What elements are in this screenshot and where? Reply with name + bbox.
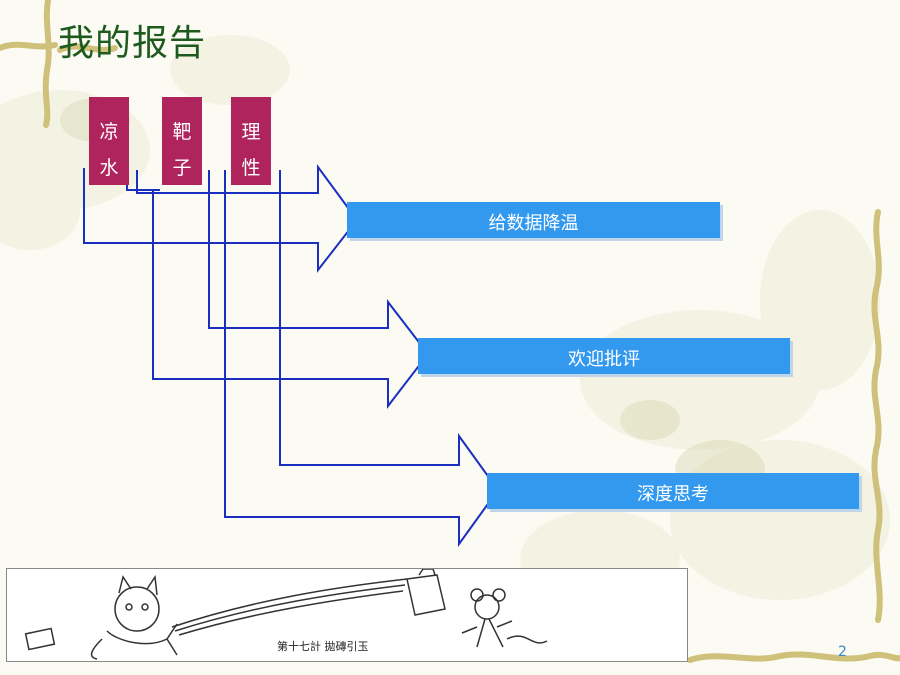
page-title: 我的报告: [58, 23, 207, 64]
cartoon-caption: 第十七計 拋磚引玉: [277, 639, 369, 653]
tag-cool-water-bottom: 水: [99, 157, 119, 179]
tag-rational-bottom: 性: [241, 157, 261, 179]
page-number: 2: [838, 644, 847, 660]
tag-target-bottom: 子: [172, 157, 192, 179]
bar-deep-thinking: 深度思考: [487, 473, 859, 509]
cartoon-strip: 第十七計 拋磚引玉: [6, 568, 688, 662]
tag-target-top: 靶: [172, 121, 192, 143]
vine-decoration: [0, 0, 118, 128]
bar-welcome-criticism: 欢迎批评: [418, 338, 790, 374]
tag-target: 靶 子: [162, 97, 202, 185]
bar-welcome-criticism-label: 欢迎批评: [568, 349, 640, 370]
bar-cool-data: 给数据降温: [347, 202, 720, 238]
tag-cool-water: 凉 水: [89, 97, 129, 185]
tag-cool-water-top: 凉: [99, 121, 119, 143]
tag-rational-top: 理: [241, 121, 261, 143]
bar-cool-data-label: 给数据降温: [488, 213, 579, 234]
tag-rational: 理 性: [231, 97, 271, 185]
bar-deep-thinking-label: 深度思考: [637, 484, 709, 505]
cartoon-illustration: 第十七計 拋磚引玉: [24, 568, 548, 660]
